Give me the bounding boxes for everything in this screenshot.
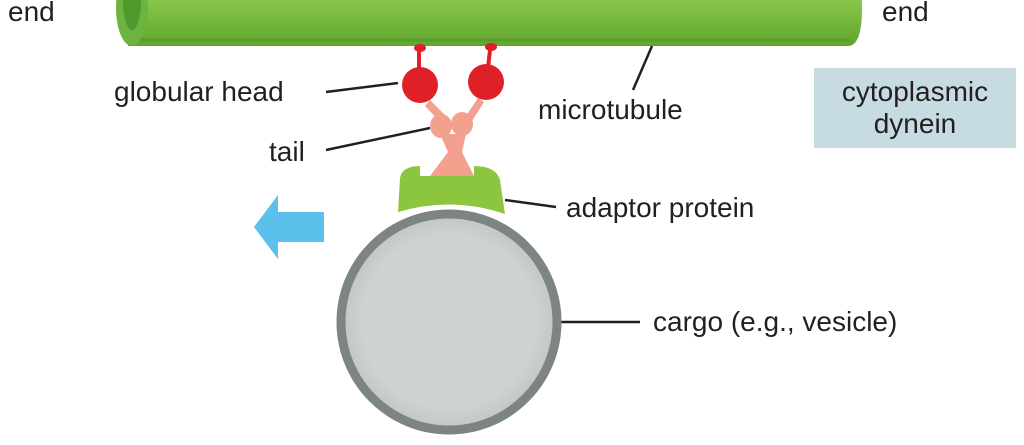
stalk-tip-left [414,44,426,52]
plus-end-label: end [882,0,929,27]
minus-end-label: end [8,0,55,27]
globular-head-label: globular head [114,76,284,107]
cargo-label: cargo (e.g., vesicle) [653,306,898,337]
tail-label: tail [269,136,305,167]
globular-head-leader [325,81,399,94]
motor-name-line2: dynein [873,108,957,139]
microtubule [116,0,862,46]
arrow-left-icon [254,195,324,259]
adaptor-protein [398,166,505,214]
adaptor-leader [504,198,557,209]
microtubule-lumen [123,0,141,30]
stalk-tip-right [485,43,497,51]
tail-stem [430,134,474,176]
motor-name-line1: cytoplasmic [841,76,989,107]
tail-leader [325,126,431,152]
microtubule-label: microtubule [538,94,683,125]
microtubule-leader [631,45,654,91]
globular-head-right [468,64,504,100]
neck-right [466,98,484,121]
globular-head-left [402,67,438,103]
motor-name-box: cytoplasmic dynein [814,68,1016,148]
microtubule-body [128,0,862,46]
tail-bulb-right [451,112,473,136]
cargo-vesicle [336,209,562,435]
adaptor-protein-label: adaptor protein [566,192,755,223]
dynein-motor [402,43,504,176]
tail-bulb-left [430,114,452,138]
